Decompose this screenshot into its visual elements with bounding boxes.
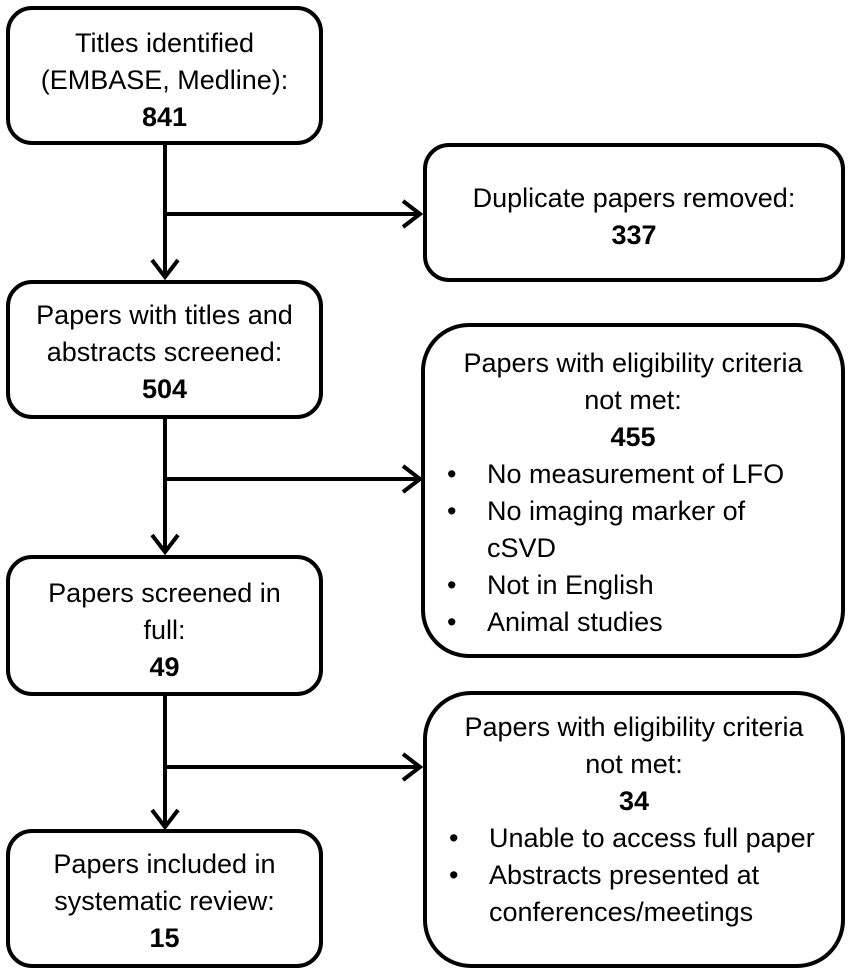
box-title: Papers included in systematic review: bbox=[53, 849, 276, 916]
box-excluded-eligibility-1: Papers with eligibility criteria not met… bbox=[421, 323, 845, 658]
reason-item: Abstracts presented at conferences/meeti… bbox=[439, 857, 829, 931]
box-title: Papers with titles and abstracts screene… bbox=[36, 300, 293, 367]
box-count: 34 bbox=[618, 786, 650, 816]
reason-item: No measurement of LFO bbox=[437, 456, 829, 493]
box-count: 15 bbox=[149, 923, 180, 953]
box-duplicates-removed: Duplicate papers removed: 337 bbox=[423, 143, 845, 282]
box-count: 841 bbox=[141, 102, 188, 132]
box-count: 337 bbox=[611, 220, 657, 250]
reason-item: Animal studies bbox=[437, 604, 829, 641]
box-count: 455 bbox=[610, 422, 656, 452]
box-title: Papers screened in full: bbox=[48, 578, 281, 645]
box-count: 504 bbox=[141, 374, 188, 404]
box-title: Papers with eligibility criteria not met… bbox=[464, 712, 804, 779]
reason-item: No imaging marker of cSVD bbox=[437, 493, 829, 567]
reason-item: Unable to access full paper bbox=[439, 820, 829, 857]
box-abstracts-screened: Papers with titles and abstracts screene… bbox=[6, 280, 323, 419]
exclusion-reasons: No measurement of LFO No imaging marker … bbox=[437, 456, 829, 641]
reason-item: Not in English bbox=[437, 567, 829, 604]
box-count: 49 bbox=[149, 652, 180, 682]
box-screened-full: Papers screened in full: 49 bbox=[6, 555, 323, 696]
box-title: Duplicate papers removed: bbox=[472, 183, 796, 213]
box-titles-identified: Titles identified (EMBASE, Medline): 841 bbox=[6, 6, 323, 145]
box-title: Titles identified (EMBASE, Medline): bbox=[40, 28, 289, 95]
box-title: Papers with eligibility criteria not met… bbox=[463, 348, 803, 415]
box-excluded-eligibility-2: Papers with eligibility criteria not met… bbox=[423, 691, 845, 968]
box-included-review: Papers included in systematic review: 15 bbox=[6, 829, 323, 968]
exclusion-reasons: Unable to access full paper Abstracts pr… bbox=[439, 820, 829, 931]
